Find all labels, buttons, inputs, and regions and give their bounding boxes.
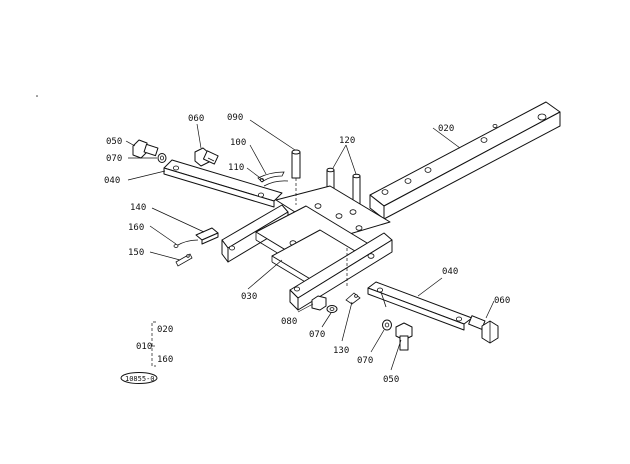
callout-070-top: 070	[106, 154, 122, 164]
callout-040-left: 040	[104, 176, 120, 186]
left-strap	[163, 159, 283, 208]
callout-020: 020	[438, 124, 454, 134]
callout-050-low: 050	[383, 375, 399, 385]
callout-140: 140	[130, 203, 146, 213]
callout-030: 030	[241, 292, 257, 302]
key-bracket	[151, 321, 156, 367]
callout-060-top: 060	[188, 114, 204, 124]
callout-050-top: 050	[106, 137, 122, 147]
callout-070-low: 070	[357, 356, 373, 366]
swinging-frame	[221, 185, 393, 311]
scan-speck	[36, 95, 38, 97]
leader-lines	[125, 119, 495, 371]
upper-left-bolt	[132, 139, 167, 163]
callout-080: 080	[281, 317, 297, 327]
long-drawbar	[369, 101, 561, 220]
catalog-stamp-text: 10855-0	[125, 375, 155, 383]
key-main: 010	[136, 342, 152, 352]
callout-110: 110	[228, 163, 244, 173]
right-strap	[367, 281, 473, 331]
key-member-b: 160	[157, 355, 173, 365]
callout-100: 100	[230, 138, 246, 148]
key-member-a: 020	[157, 325, 173, 335]
callout-130: 130	[333, 346, 349, 356]
callout-120: 120	[339, 136, 355, 146]
callout-060-right: 060	[494, 296, 510, 306]
callout-160: 160	[128, 223, 144, 233]
catalog-stamp: 10855-0	[120, 372, 158, 384]
callout-150: 150	[128, 248, 144, 258]
right-bolt	[468, 315, 499, 344]
callout-090: 090	[227, 113, 243, 123]
callout-labels: 020 120 090 060 050 100 070 110 040 140 …	[104, 113, 510, 385]
lower-bolt	[382, 319, 413, 351]
vertical-pin	[291, 149, 301, 205]
pin-and-clips	[173, 227, 219, 267]
nut-and-washer	[311, 292, 361, 313]
upper-mid-bolt	[194, 147, 219, 167]
snap-pins-upper	[257, 171, 289, 187]
callout-040-right: 040	[442, 267, 458, 277]
assembly-key: 010 020 160	[136, 321, 173, 367]
callout-070-mid: 070	[309, 330, 325, 340]
